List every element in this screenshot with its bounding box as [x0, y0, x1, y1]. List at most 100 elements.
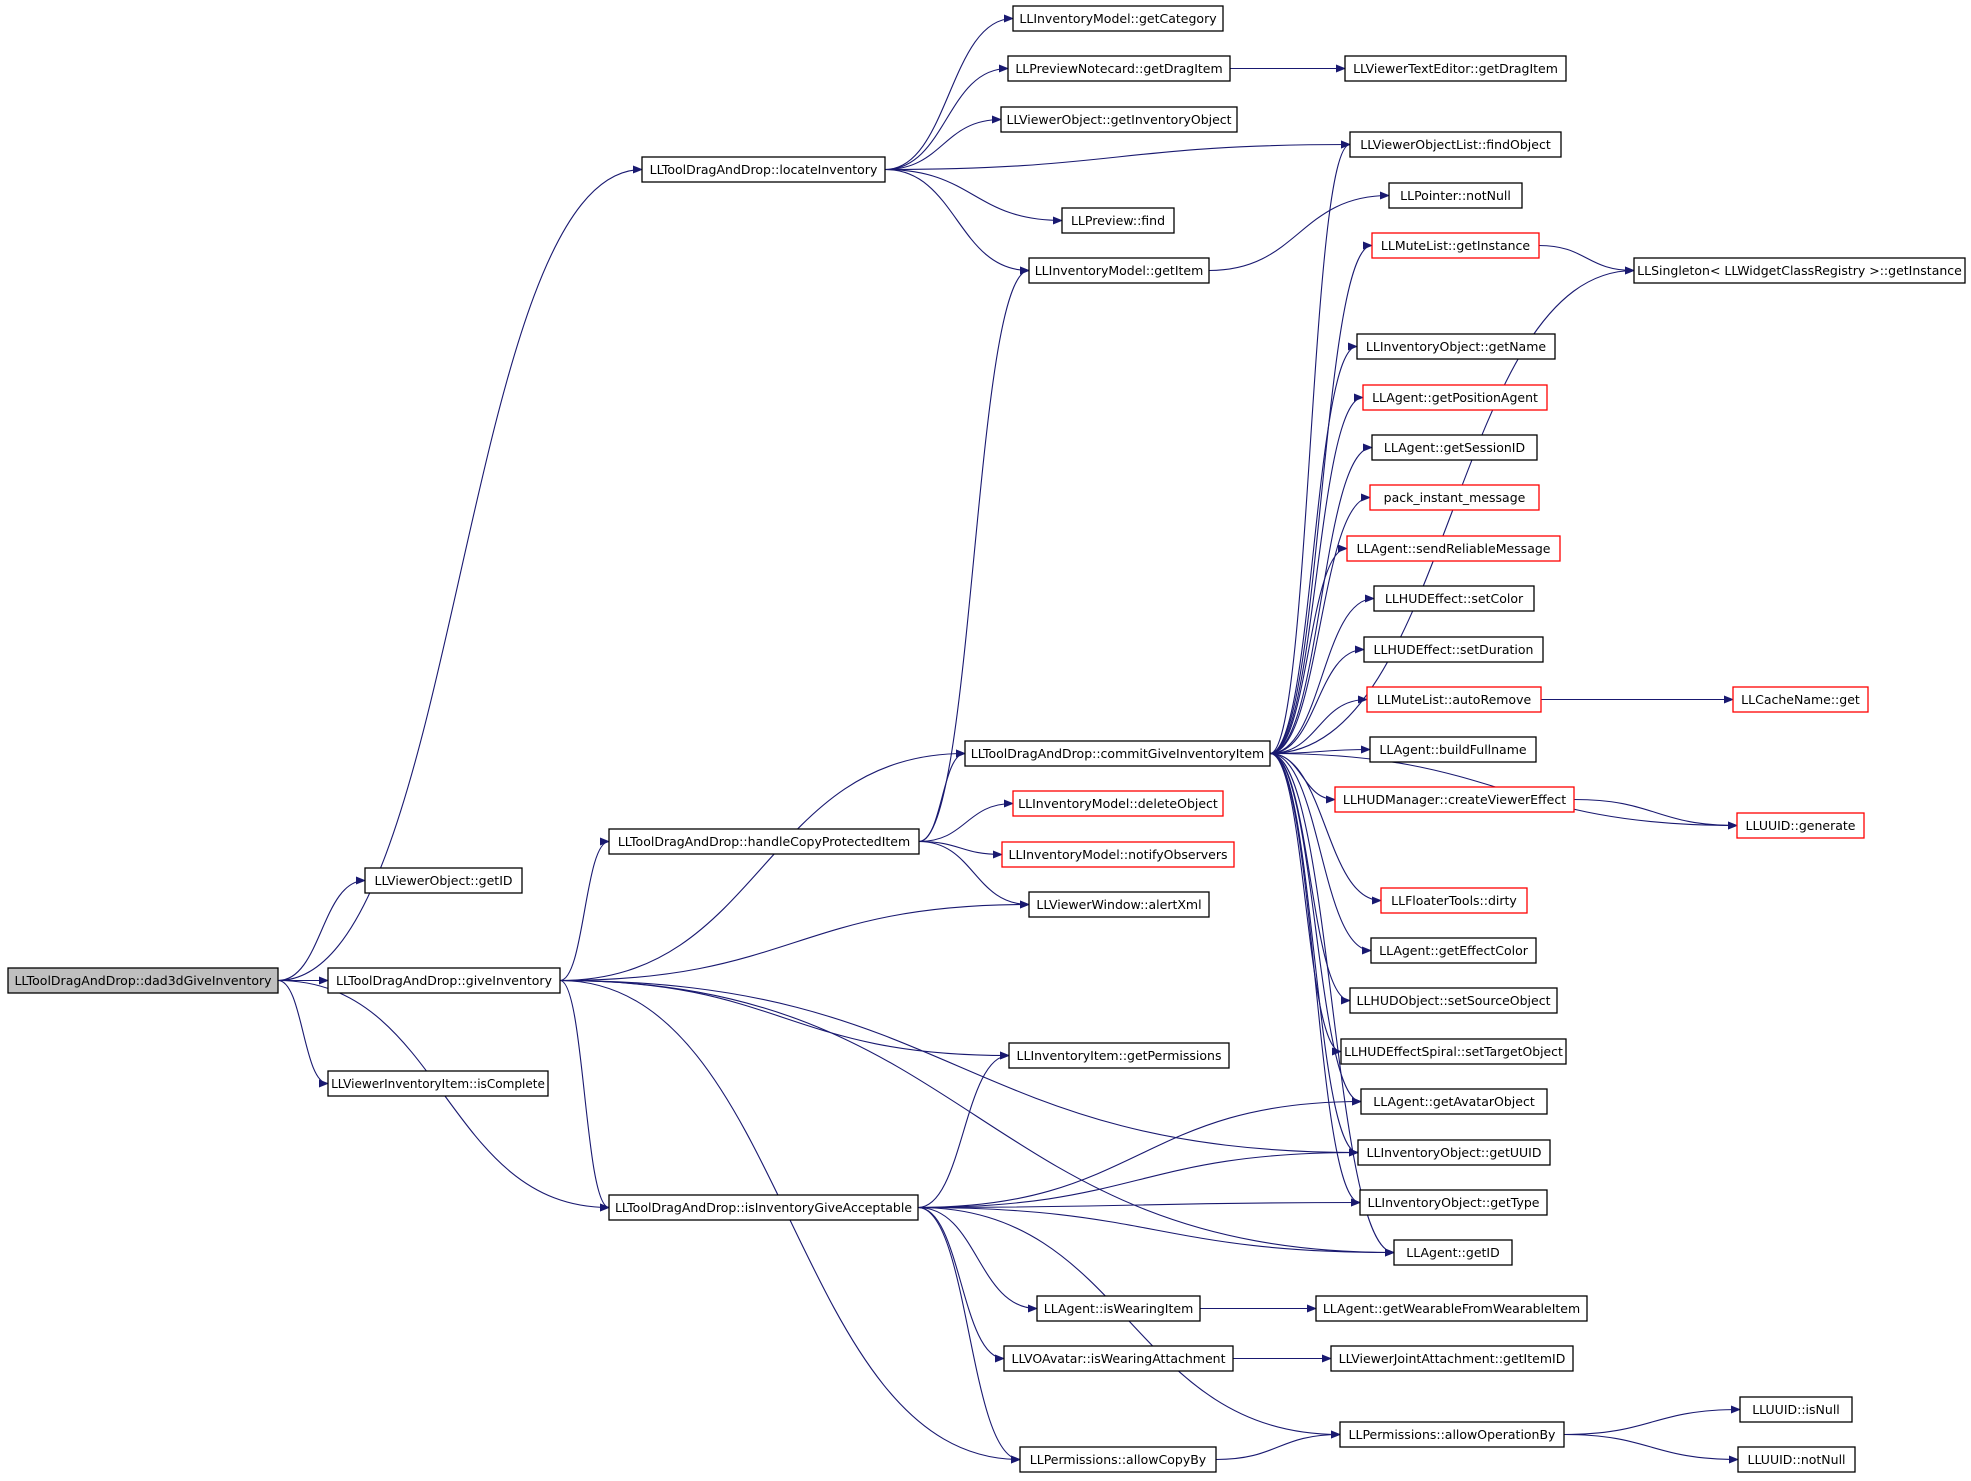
function-node[interactable]: LLViewerObject::getID [364, 867, 523, 894]
function-node[interactable]: LLToolDragAndDrop::locateInventory [641, 156, 886, 183]
node-box [1012, 790, 1224, 817]
function-node[interactable]: LLPermissions::allowOperationBy [1339, 1421, 1565, 1448]
call-edge [1208, 191, 1390, 272]
function-node[interactable]: LLViewerInventoryItem::isComplete [327, 1070, 549, 1097]
node-label: LLMuteList::autoRemove [1377, 692, 1532, 707]
node-box [1061, 207, 1175, 234]
node-box [608, 828, 920, 855]
node-box [1371, 434, 1538, 461]
function-node[interactable]: LLHUDEffectSpiral::setTargetObject [1340, 1038, 1567, 1065]
edge-locateInv-to-getInvObj [884, 115, 1002, 171]
edge-isGiveAcc-to-isWearAttach [917, 1206, 1005, 1363]
edge-giveInv-to-handleCopy [559, 837, 610, 982]
function-node[interactable]: LLVOAvatar::isWearingAttachment [1003, 1345, 1234, 1372]
function-node[interactable]: LLCacheName::get [1732, 686, 1869, 713]
edge-handleCopy-to-invGetItem [918, 266, 1030, 843]
node-box [1732, 686, 1869, 713]
function-node[interactable]: LLPreview::find [1061, 207, 1175, 234]
node-box [1371, 232, 1540, 259]
node-label: LLHUDEffect::setColor [1385, 591, 1524, 606]
node-label: LLAgent::getID [1406, 1245, 1499, 1260]
node-label: LLInventoryModel::getItem [1035, 263, 1204, 278]
node-label: LLAgent::getPositionAgent [1372, 390, 1538, 405]
node-label: LLHUDEffectSpiral::setTargetObject [1344, 1044, 1563, 1059]
function-node[interactable]: LLInventoryObject::getType [1359, 1189, 1548, 1216]
call-edge [1269, 241, 1373, 755]
call-edge [1269, 342, 1358, 755]
node-label: LLPointer::notNull [1400, 188, 1511, 203]
function-node[interactable]: LLInventoryObject::getUUID [1357, 1139, 1551, 1166]
function-node[interactable]: LLHUDManager::createViewerEffect [1334, 786, 1575, 813]
function-node[interactable]: LLViewerObject::getInventoryObject [1000, 106, 1238, 133]
node-label: LLFloaterTools::dirty [1391, 893, 1517, 908]
function-node[interactable]: LLFloaterTools::dirty [1380, 887, 1528, 914]
function-node[interactable]: LLToolDragAndDrop::handleCopyProtectedIt… [608, 828, 920, 855]
function-node[interactable]: LLAgent::getEffectColor [1370, 937, 1537, 964]
function-node[interactable]: LLAgent::buildFullname [1369, 736, 1537, 763]
function-node[interactable]: LLInventoryItem::getPermissions [1008, 1042, 1230, 1069]
function-node[interactable]: LLInventoryObject::getName [1356, 333, 1556, 360]
function-node[interactable]: LLViewerJointAttachment::getItemID [1330, 1345, 1574, 1372]
edge-locateInv-to-previewNote [884, 64, 1009, 171]
node-label: LLViewerObjectList::findObject [1360, 137, 1551, 152]
call-edge [559, 900, 1030, 982]
function-node[interactable]: LLHUDEffect::setDuration [1363, 636, 1544, 663]
function-node[interactable]: LLAgent::getSessionID [1371, 434, 1538, 461]
node-box [1363, 636, 1544, 663]
edge-giveInv-to-commitGive [559, 749, 966, 982]
function-node[interactable]: LLInventoryModel::notifyObservers [1001, 841, 1235, 868]
function-node[interactable]: LLAgent::isWearingItem [1036, 1295, 1201, 1322]
node-box [1356, 333, 1556, 360]
node-box [1357, 1139, 1551, 1166]
function-node[interactable]: LLUUID::notNull [1737, 1446, 1856, 1473]
call-edge [559, 837, 610, 982]
function-node[interactable]: LLAgent::getAvatarObject [1360, 1088, 1548, 1115]
function-node[interactable]: LLInventoryModel::getCategory [1012, 5, 1224, 32]
function-node[interactable]: LLPointer::notNull [1388, 182, 1523, 209]
function-node[interactable]: LLUUID::isNull [1739, 1396, 1853, 1423]
node-label: LLAgent::getEffectColor [1379, 943, 1529, 958]
function-node[interactable]: LLHUDEffect::setColor [1373, 585, 1535, 612]
call-edge [917, 1206, 1038, 1313]
node-label: LLViewerInventoryItem::isComplete [331, 1077, 545, 1091]
edge-allowOp-to-uuidNotNull [1563, 1433, 1739, 1464]
function-node[interactable]: pack_instant_message [1369, 484, 1540, 511]
function-node[interactable]: LLSingleton< LLWidgetClassRegistry >::ge… [1633, 257, 1966, 284]
function-node[interactable]: LLPreviewNotecard::getDragItem [1007, 55, 1231, 82]
edge-commitGive-to-avatarObj [1269, 752, 1362, 1106]
node-label: LLUUID::generate [1746, 818, 1856, 833]
function-node[interactable]: LLViewerWindow::alertXml [1028, 891, 1210, 918]
function-node[interactable]: LLViewerTextEditor::getDragItem [1344, 55, 1567, 82]
call-edge [1215, 1430, 1341, 1461]
function-node[interactable]: LLInventoryModel::getItem [1028, 257, 1210, 284]
function-node[interactable]: LLInventoryModel::deleteObject [1012, 790, 1224, 817]
edge-commitGive-to-getSession [1269, 443, 1373, 755]
function-node[interactable]: LLMuteList::getInstance [1371, 232, 1540, 259]
node-label: LLViewerObject::getID [374, 873, 512, 888]
function-node[interactable]: LLHUDObject::setSourceObject [1349, 987, 1558, 1014]
function-node[interactable]: LLPermissions::allowCopyBy [1019, 1446, 1217, 1473]
function-node[interactable]: LLToolDragAndDrop::giveInventory [327, 967, 561, 994]
call-edge [1269, 752, 1382, 905]
edge-handleCopy-to-alertXml [918, 840, 1030, 909]
node-label: LLViewerTextEditor::getDragItem [1353, 61, 1558, 76]
edge-isGiveAcc-to-avatarObj [917, 1097, 1362, 1209]
function-node[interactable]: LLToolDragAndDrop::commitGiveInventoryIt… [964, 740, 1271, 767]
call-edge [559, 979, 1395, 1257]
function-node[interactable]: LLMuteList::autoRemove [1366, 686, 1542, 713]
call-edge [917, 1206, 1021, 1464]
function-node[interactable]: LLUUID::generate [1736, 812, 1865, 839]
edge-locateInv-to-previewFind [884, 168, 1063, 225]
function-node[interactable]: LLAgent::getPositionAgent [1362, 384, 1548, 411]
function-node[interactable]: LLViewerObjectList::findObject [1349, 131, 1562, 158]
function-node[interactable]: LLAgent::getID [1393, 1239, 1513, 1266]
edge-locateInv-to-getCategory [884, 14, 1014, 171]
node-label: LLAgent::getSessionID [1384, 440, 1525, 455]
function-node[interactable]: LLAgent::sendReliableMessage [1346, 535, 1561, 562]
node-label: LLInventoryObject::getType [1367, 1195, 1539, 1210]
node-label: LLInventoryModel::deleteObject [1018, 796, 1218, 811]
call-edge [917, 1206, 1005, 1363]
function-node[interactable]: LLToolDragAndDrop::isInventoryGiveAccept… [608, 1194, 919, 1221]
function-node[interactable]: LLAgent::getWearableFromWearableItem [1315, 1295, 1588, 1322]
call-edge [1269, 443, 1373, 755]
